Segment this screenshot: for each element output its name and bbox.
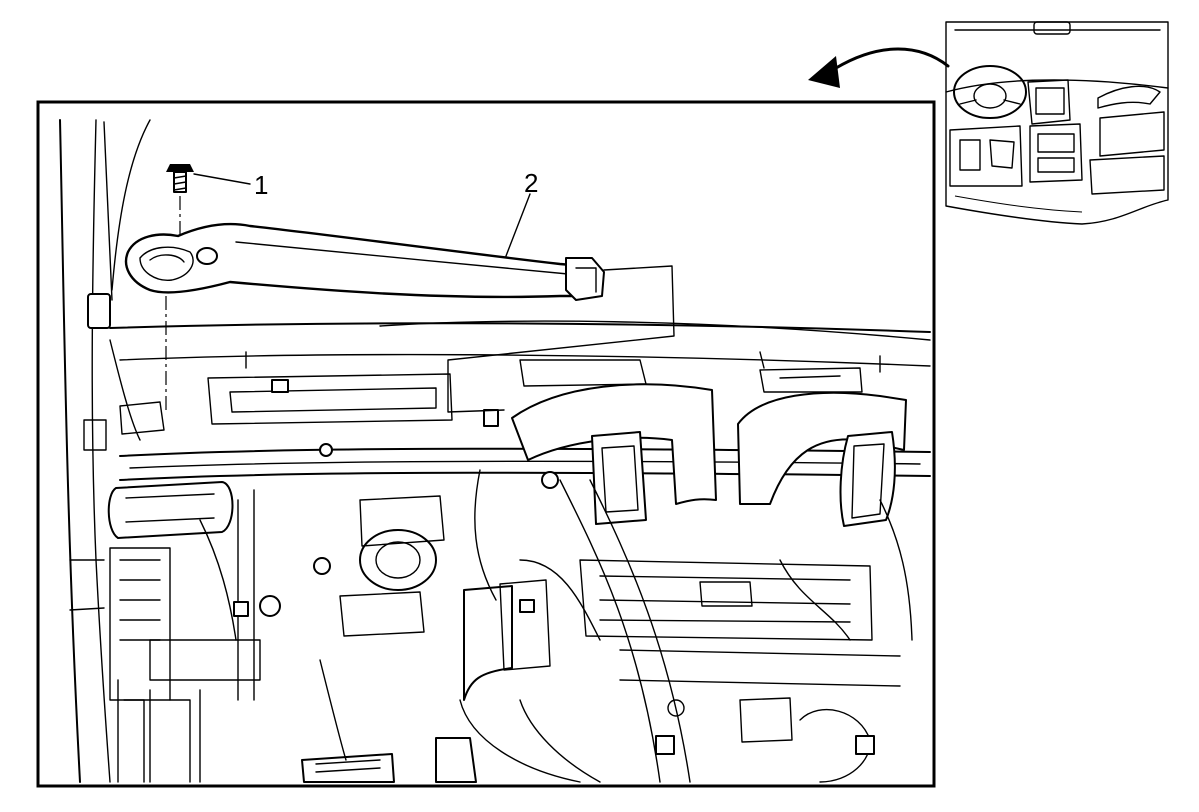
locator-inset [808, 21, 1169, 225]
callout-2: 2 [505, 168, 538, 257]
callout-label-2: 2 [524, 168, 538, 198]
callout-1: 1 [193, 170, 268, 200]
detail-frame [36, 100, 936, 788]
air-duct-part [124, 222, 605, 301]
callout-label-1: 1 [254, 170, 268, 200]
fastener-part [165, 164, 194, 410]
install-zone-outline [447, 265, 675, 413]
dashboard-structure [59, 119, 931, 783]
